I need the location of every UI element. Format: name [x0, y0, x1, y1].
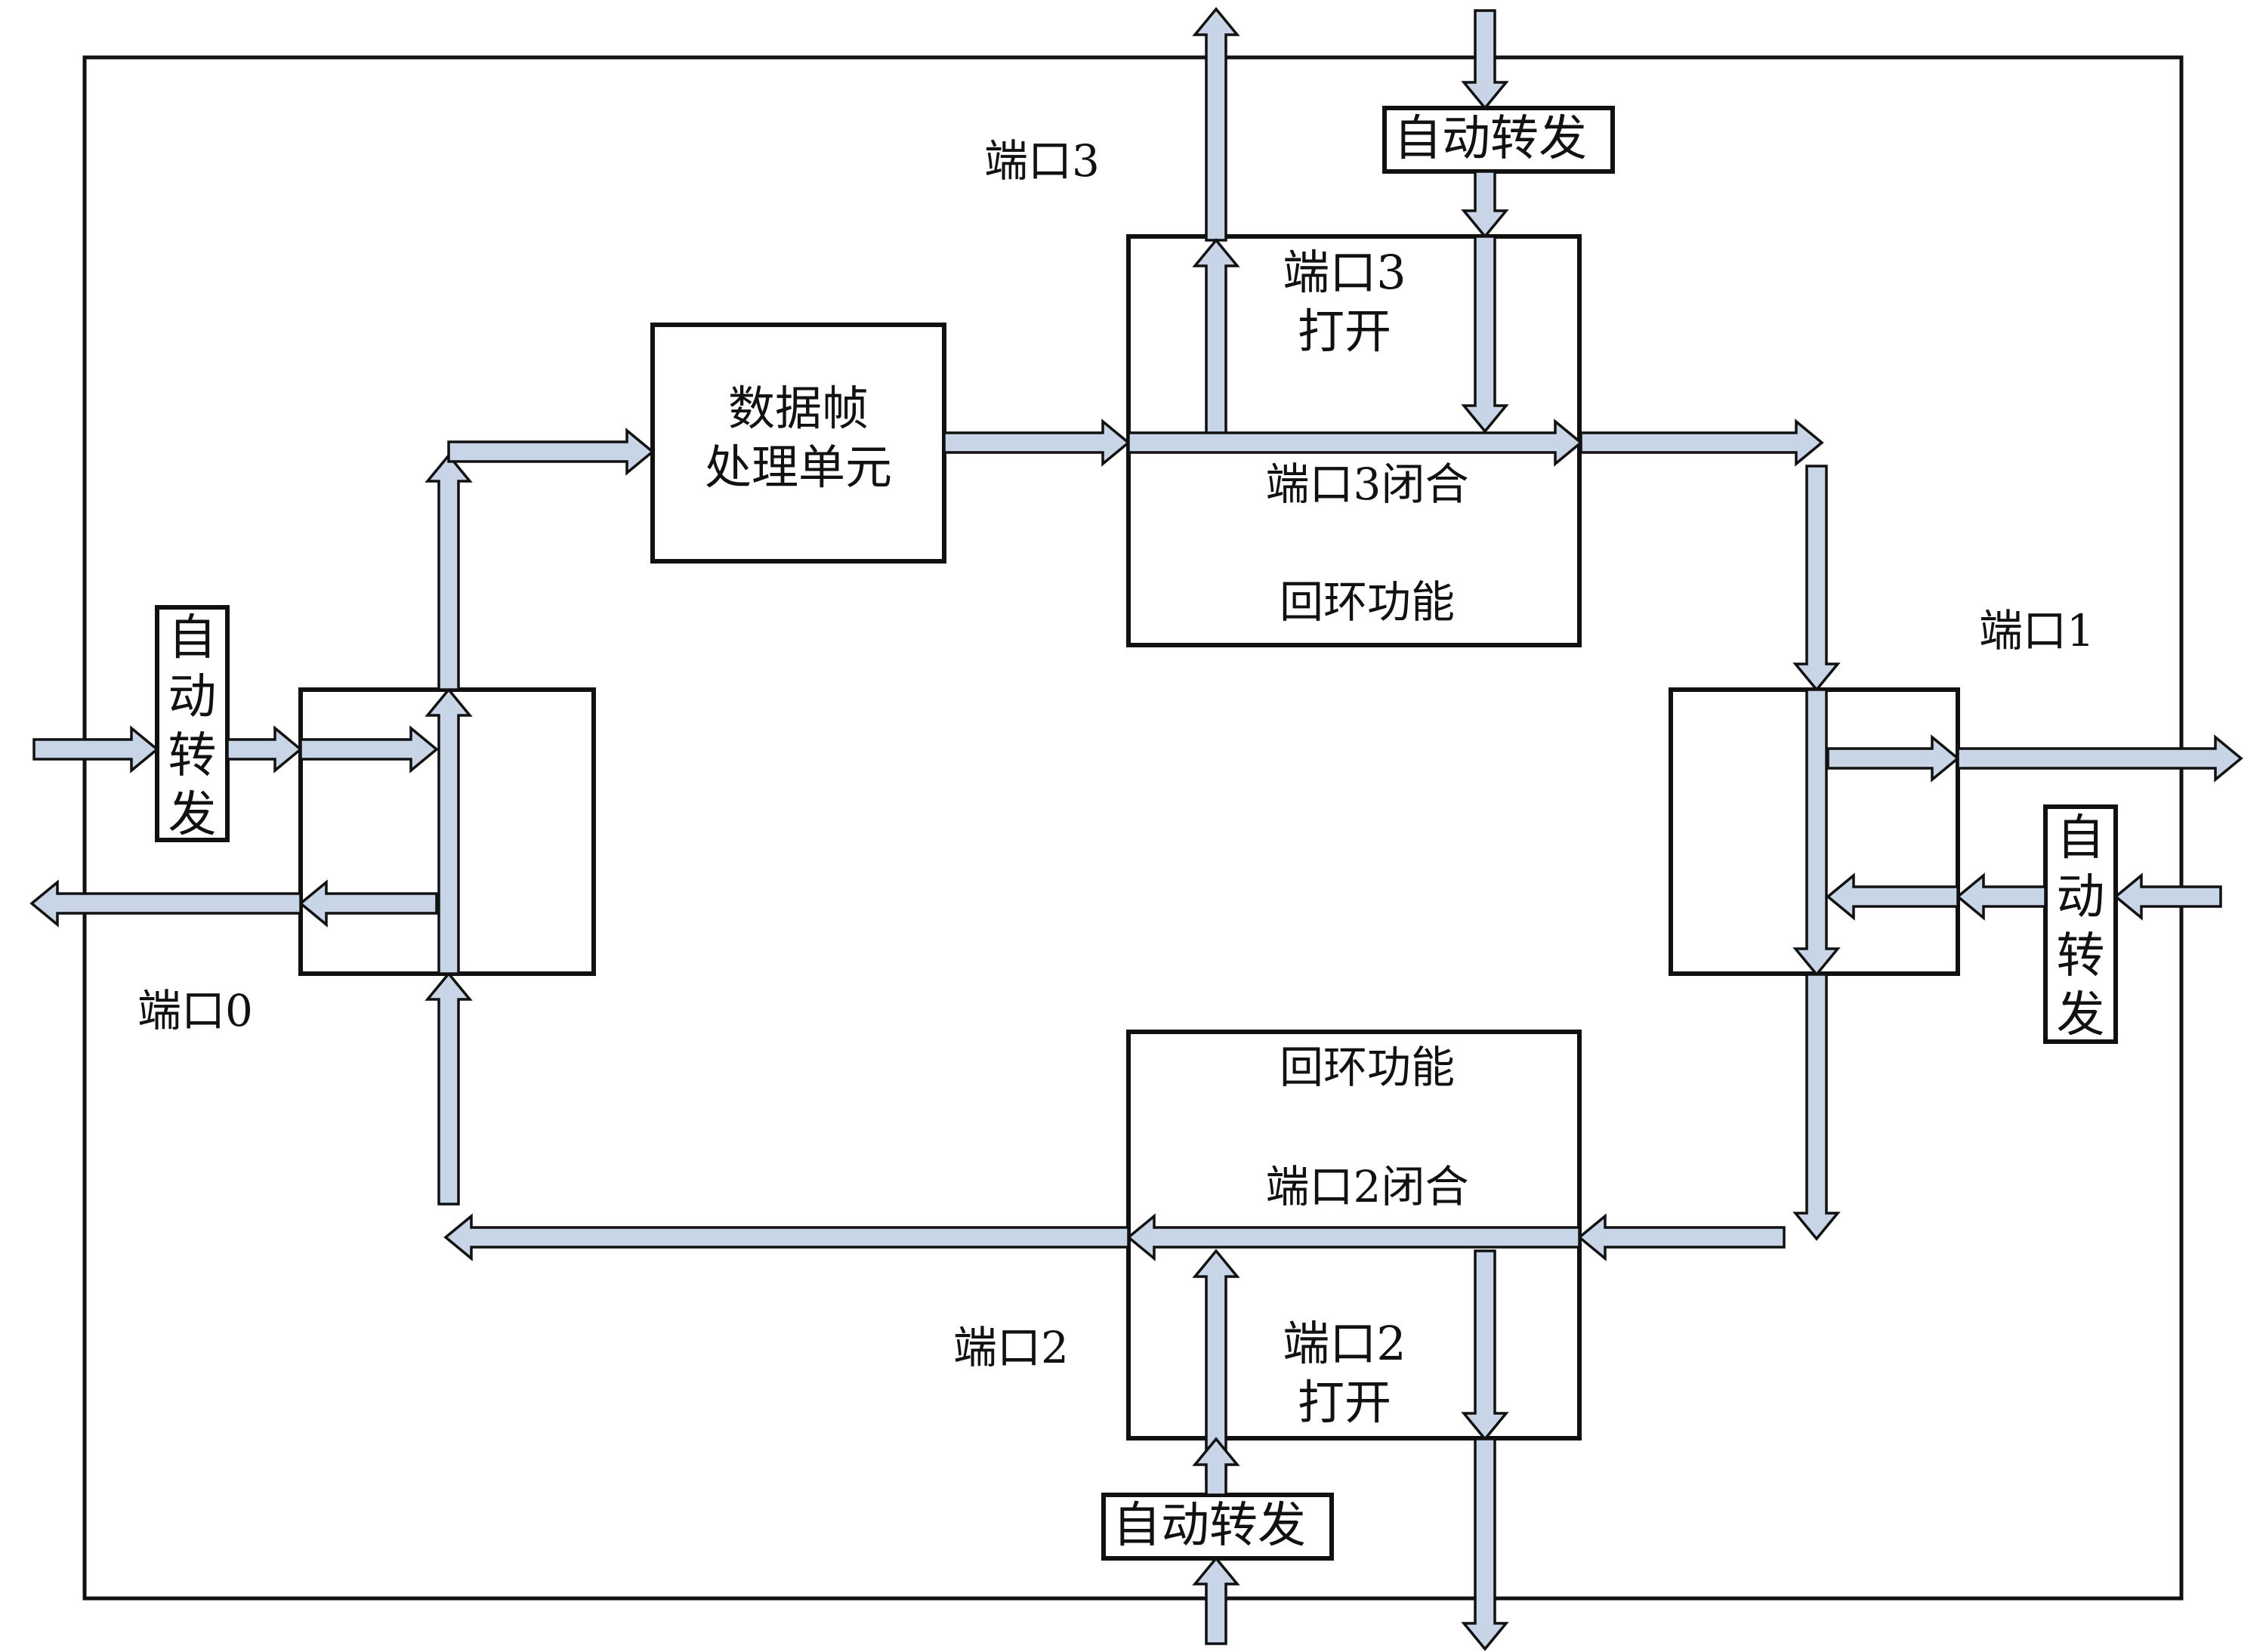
- ring-right-down-arrow: [1792, 465, 1841, 692]
- auto-forward-left-char4: 发: [168, 787, 217, 843]
- port1-vertical-arrow: [1792, 688, 1841, 977]
- port1-label: 端口1: [1979, 605, 2095, 656]
- ring-bottom-left-arrow: [443, 1213, 1130, 1261]
- port2-through-arrow: [1126, 1213, 1581, 1261]
- auto-forward-right-char2: 动: [2056, 869, 2105, 925]
- auto-forward-right-char3: 转: [2056, 928, 2105, 984]
- port3-to-ring-arrow: [1579, 418, 1824, 467]
- port1-in-outer-arrow: [2113, 872, 2222, 921]
- auto-forward-box-left: [155, 605, 230, 842]
- port3-label: 端口3: [984, 135, 1100, 187]
- port0-out-outer-arrow: [29, 879, 302, 928]
- port1-in-mid-arrow: [1956, 872, 2047, 921]
- port2-uplink-arrow-outer: [1192, 1556, 1240, 1645]
- auto-forward-label-left: 自 动 转 发: [157, 607, 227, 845]
- port0-in-inner-arrow: [299, 725, 439, 774]
- port2-downlink-arrow-inner: [1461, 1249, 1509, 1441]
- port0-in-mid-arrow: [226, 725, 303, 774]
- port3-open-label: 端口3 打开: [1254, 243, 1435, 361]
- port3-through-arrow: [1127, 418, 1583, 467]
- auto-forward-label-bottom: 自动转发: [1113, 1498, 1306, 1554]
- port2-loopback-label: 回环功能: [1279, 1042, 1455, 1093]
- port3-open-line1: 端口3: [1283, 245, 1406, 300]
- port2-closed-label: 端口2闭合: [1265, 1161, 1469, 1212]
- auto-forward-left-char1: 自: [168, 610, 217, 666]
- auto-forward-box-top: [1382, 106, 1615, 174]
- device-border: [82, 55, 2184, 1601]
- auto-forward-label-top: 自动转发: [1394, 111, 1587, 167]
- port3-loopback-label: 回环功能: [1279, 576, 1455, 628]
- processor-label: 数据帧 处理单元: [653, 379, 944, 497]
- port2-open-line1: 端口2: [1283, 1316, 1406, 1371]
- port3-uplink-arrow-inner: [1192, 238, 1240, 447]
- port0-in-outer-arrow: [32, 725, 159, 774]
- port3-open-line2: 打开: [1297, 304, 1391, 359]
- port2-downlink-arrow-outer: [1461, 1437, 1509, 1651]
- processor-label-line1: 数据帧: [727, 381, 869, 436]
- port0-label: 端口0: [137, 985, 253, 1036]
- ring-left-up-upper-arrow: [424, 453, 473, 691]
- ring-left-up-lower-arrow: [424, 971, 473, 1206]
- port0-vertical-arrow: [424, 687, 473, 975]
- auto-forward-right-char1: 自: [2056, 811, 2105, 866]
- port2-label: 端口2: [953, 1322, 1069, 1373]
- port3-downlink-arrow-outer: [1461, 9, 1509, 110]
- port3-downlink-arrow-mid: [1461, 170, 1509, 239]
- port3-downlink-arrow-inner: [1461, 235, 1509, 434]
- auto-forward-left-char3: 转: [168, 728, 217, 784]
- port2-open-label: 端口2 打开: [1254, 1314, 1435, 1432]
- port2-open-line2: 打开: [1297, 1375, 1391, 1430]
- ring-to-processor-arrow: [447, 428, 655, 476]
- processor-to-port3-arrow: [943, 418, 1131, 467]
- port2-uplink-arrow-mid: [1192, 1437, 1240, 1496]
- auto-forward-label-right: 自 动 转 发: [2045, 807, 2116, 1045]
- auto-forward-left-char2: 动: [168, 669, 217, 725]
- port1-in-inner-arrow: [1826, 872, 1959, 921]
- port2-uplink-arrow-inner: [1192, 1249, 1240, 1481]
- ring-right-lower-arrow: [1792, 973, 1841, 1241]
- auto-forward-right-char4: 发: [2056, 987, 2105, 1043]
- port0-out-inner-arrow: [298, 879, 438, 928]
- port1-out-inner-arrow: [1826, 734, 1960, 783]
- port3-closed-label: 端口3闭合: [1265, 459, 1469, 510]
- port3-uplink-arrow-outer: [1192, 7, 1240, 242]
- auto-forward-box-right: [2043, 804, 2118, 1044]
- ring-bottom-right-arrow: [1577, 1213, 1786, 1261]
- processor-label-line2: 处理单元: [704, 440, 892, 495]
- port1-out-outer-arrow: [1956, 734, 2243, 783]
